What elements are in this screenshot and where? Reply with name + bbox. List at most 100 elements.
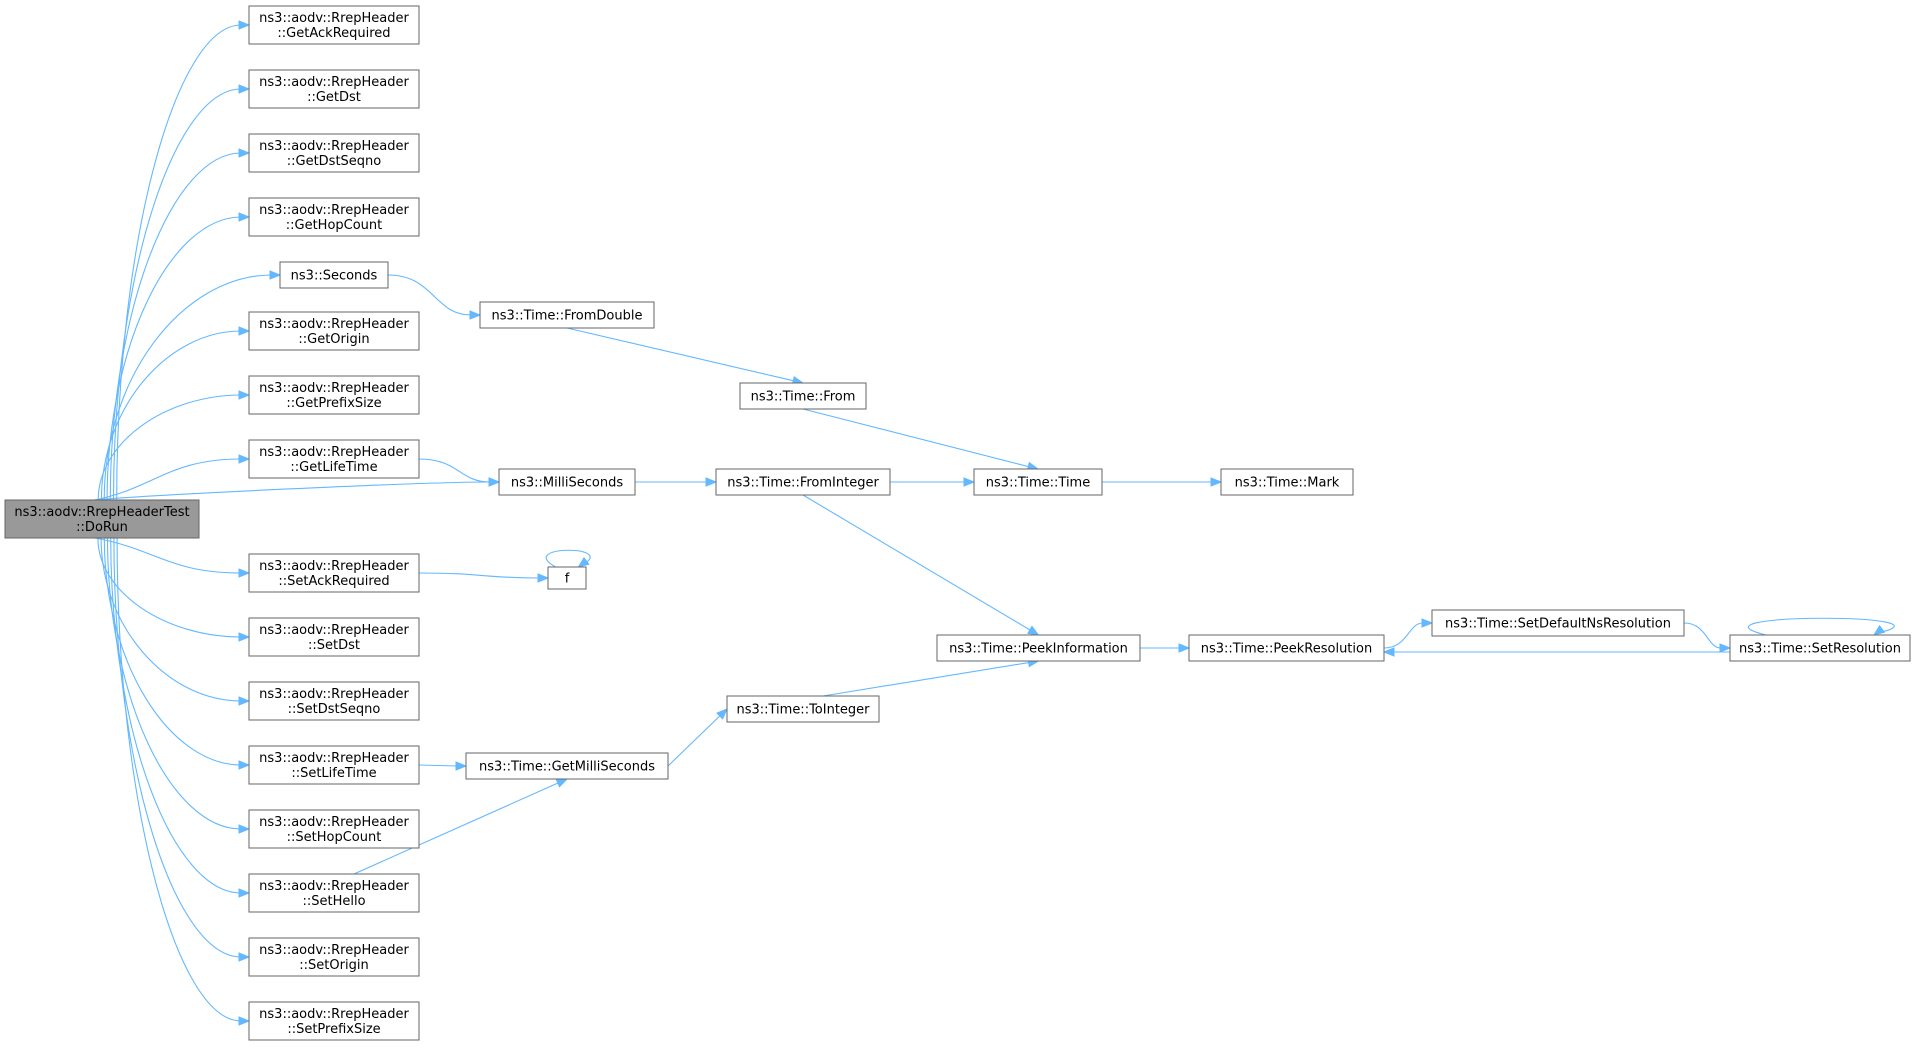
node-setDst[interactable]: ns3::aodv::RrepHeader::SetDst [248, 617, 420, 657]
node-box [279, 261, 389, 289]
node-setHello[interactable]: ns3::aodv::RrepHeader::SetHello [248, 873, 420, 913]
edge-line [116, 24, 242, 501]
node-from[interactable]: ns3::Time::From [739, 382, 867, 410]
edge-arrowhead [238, 696, 251, 706]
edge-setRes-to-peekRes [1382, 647, 1730, 657]
node-mark[interactable]: ns3::Time::Mark [1220, 468, 1354, 496]
node-label-line: ::SetOrigin [299, 958, 368, 973]
node-label-line: ns3::Seconds [291, 269, 378, 284]
edge-line [387, 274, 472, 316]
edge-root-to-milli [93, 477, 501, 501]
node-fromInt[interactable]: ns3::Time::FromInteger [715, 468, 891, 496]
node-peekRes[interactable]: ns3::Time::PeekResolution [1188, 634, 1385, 662]
node-label-line: ::GetDst [307, 90, 361, 105]
node-box [248, 873, 420, 913]
edge-arrowhead [1382, 647, 1395, 657]
node-label-line: ns3::Time::PeekInformation [949, 642, 1128, 657]
edge-setLife-to-getMilli [418, 761, 468, 771]
node-label-line: ::DoRun [76, 520, 128, 535]
edge-root-to-getHop [106, 212, 251, 501]
node-label-line: ns3::aodv::RrepHeader [259, 317, 409, 332]
node-box [248, 439, 420, 479]
edge-root-to-setDstSeq [100, 537, 251, 706]
edge-line [97, 537, 242, 638]
node-setDstSeq[interactable]: ns3::aodv::RrepHeader::SetDstSeqno [248, 681, 420, 721]
edge-arrowhead [577, 556, 590, 568]
node-label-line: ::SetHopCount [287, 830, 382, 845]
node-box [248, 69, 420, 109]
node-label-line: ns3::aodv::RrepHeader [259, 687, 409, 702]
edge-root-to-seconds [103, 270, 282, 501]
edge-line [113, 537, 242, 958]
node-seconds[interactable]: ns3::Seconds [279, 261, 389, 289]
node-peekInfo[interactable]: ns3::Time::PeekInformation [936, 634, 1141, 662]
node-getDstSeq[interactable]: ns3::aodv::RrepHeader::GetDstSeqno [248, 133, 420, 173]
edge-root-to-setHop [106, 537, 251, 834]
node-setOrigin[interactable]: ns3::aodv::RrepHeader::SetOrigin [248, 937, 420, 977]
node-box [1431, 609, 1685, 637]
node-getHop[interactable]: ns3::aodv::RrepHeader::GetHopCount [248, 197, 420, 237]
edge-setAck-to-f [418, 572, 550, 583]
node-label-line: ::SetHello [302, 894, 365, 909]
node-toInt[interactable]: ns3::Time::ToInteger [726, 695, 880, 723]
edge-arrowhead [1027, 625, 1040, 636]
node-label-line: ns3::aodv::RrepHeader [259, 11, 409, 26]
node-root[interactable]: ns3::aodv::RrepHeaderTest::DoRun [4, 499, 200, 539]
node-getOrigin[interactable]: ns3::aodv::RrepHeader::GetOrigin [248, 311, 420, 351]
edge-root-to-getAck [116, 20, 251, 501]
edge-root-to-setOrigin [113, 537, 251, 962]
edge-arrowhead [1421, 618, 1434, 628]
node-box [248, 937, 420, 977]
node-setPrefix[interactable]: ns3::aodv::RrepHeader::SetPrefixSize [248, 1001, 420, 1041]
edge-root-to-getDst [112, 84, 251, 501]
node-setRes[interactable]: ns3::Time::SetResolution [1729, 634, 1911, 662]
node-setLife[interactable]: ns3::aodv::RrepHeader::SetLifeTime [248, 745, 420, 785]
node-setAck[interactable]: ns3::aodv::RrepHeader::SetAckRequired [248, 553, 420, 593]
node-label-line: ::GetAckRequired [277, 26, 390, 41]
edge-arrowhead [238, 760, 251, 770]
node-box [248, 809, 420, 849]
edge-arrowhead [238, 568, 251, 578]
call-nodes: ns3::aodv::RrepHeaderTest::DoRunns3::aod… [4, 5, 1911, 1041]
edge-arrowhead [1719, 643, 1732, 653]
node-box [248, 553, 420, 593]
node-getMilli[interactable]: ns3::Time::GetMilliSeconds [465, 752, 669, 780]
edge-root-to-setDst [97, 537, 251, 642]
node-milli[interactable]: ns3::MilliSeconds [498, 468, 636, 496]
node-f[interactable]: f [547, 566, 587, 590]
edge-arrowhead [555, 778, 569, 788]
edge-arrowhead [238, 632, 251, 642]
edge-arrowhead [469, 310, 482, 320]
edge-line [94, 458, 242, 501]
node-getLife[interactable]: ns3::aodv::RrepHeader::GetLifeTime [248, 439, 420, 479]
edge-line [418, 458, 491, 483]
node-label-line: ns3::aodv::RrepHeader [259, 1007, 409, 1022]
node-setDefault[interactable]: ns3::Time::SetDefaultNsResolution [1431, 609, 1685, 637]
node-getAck[interactable]: ns3::aodv::RrepHeader::GetAckRequired [248, 5, 420, 45]
node-box [479, 301, 655, 329]
edge-getLife-to-milli [418, 458, 501, 487]
edge-arrowhead [1210, 477, 1223, 487]
node-getPrefix[interactable]: ns3::aodv::RrepHeader::GetPrefixSize [248, 375, 420, 415]
node-box [248, 5, 420, 45]
edge-line [109, 152, 242, 501]
edge-time-to-mark [1102, 477, 1223, 487]
node-label-line: ns3::Time::ToInteger [736, 703, 870, 718]
node-fromDouble[interactable]: ns3::Time::FromDouble [479, 301, 655, 329]
edge-fromInt-to-time [890, 477, 976, 487]
edge-line [822, 661, 1030, 697]
node-time[interactable]: ns3::Time::Time [973, 468, 1103, 496]
node-label-line: ns3::Time::PeekResolution [1201, 642, 1372, 657]
edge-line [802, 494, 1032, 631]
node-getDst[interactable]: ns3::aodv::RrepHeader::GetDst [248, 69, 420, 109]
edge-line [106, 537, 242, 830]
edge-setDefault-to-setRes [1683, 622, 1732, 653]
edge-milli-to-fromInt [635, 477, 718, 487]
node-box [726, 695, 880, 723]
edge-arrowhead [238, 148, 251, 158]
edge-line [353, 782, 560, 875]
node-label-line: ns3::Time::Time [986, 476, 1090, 491]
node-box [739, 382, 867, 410]
edge-peekRes-to-setDefault [1383, 618, 1434, 649]
node-setHop[interactable]: ns3::aodv::RrepHeader::SetHopCount [248, 809, 420, 849]
